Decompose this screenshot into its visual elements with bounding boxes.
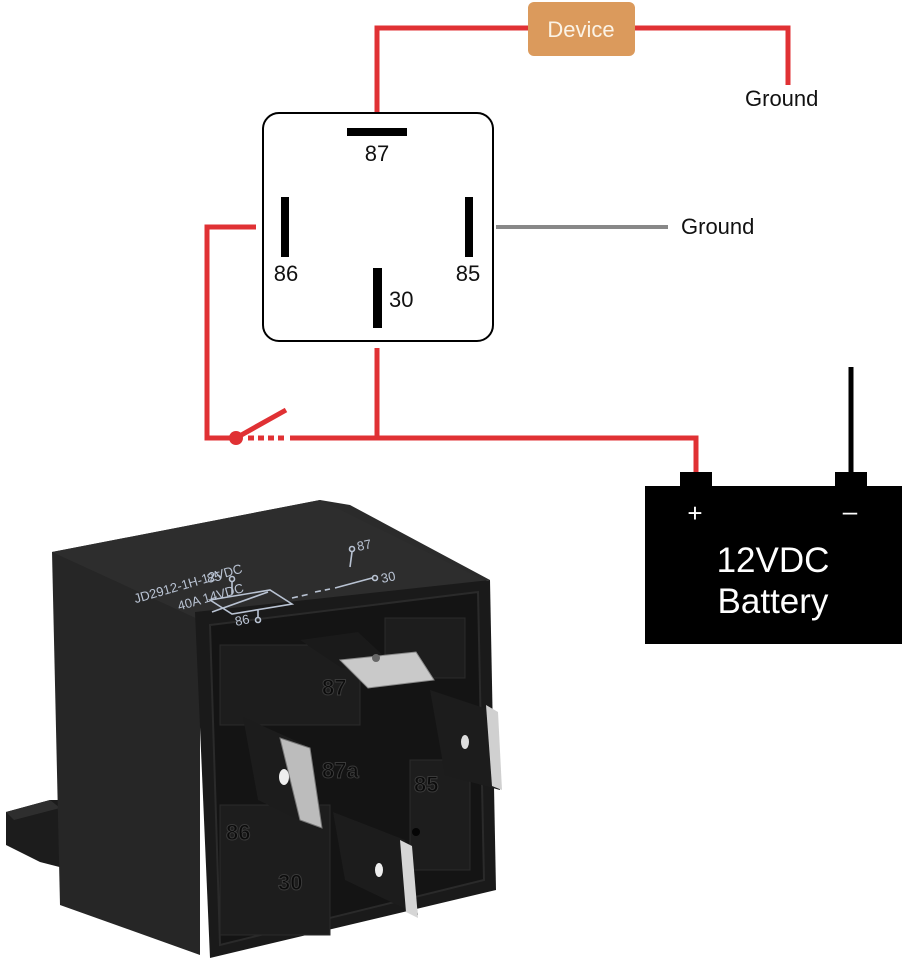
battery: + – 12VDC Battery [645, 472, 902, 644]
battery-voltage-label: 12VDC [717, 541, 830, 580]
battery-body [645, 486, 902, 644]
battery-positive-terminal [680, 472, 712, 488]
relay-mold-30: 30 [278, 870, 302, 895]
device-label: Device [547, 17, 614, 42]
relay-mold-87: 87 [322, 675, 346, 700]
pin-85-label: 85 [456, 261, 480, 286]
battery-positive-sign: + [687, 498, 702, 528]
relay-mold-85: 85 [414, 772, 438, 797]
battery-negative-sign: – [843, 496, 858, 526]
relay-print-86: 86 [234, 611, 251, 629]
pin-85-bar [465, 197, 473, 257]
pin-86-bar [281, 197, 289, 257]
ground-label-pin85: Ground [681, 214, 754, 239]
relay-symbol: 87 86 85 30 [262, 112, 494, 342]
relay-mold-87a: 87a [322, 758, 359, 783]
relay-terminal-30 [333, 812, 418, 918]
wires [204, 25, 854, 476]
relay-print-87: 87 [356, 536, 373, 554]
relay-print-85: 85 [206, 568, 223, 586]
wire-86-to-switch [204, 224, 256, 441]
relay-photo: JD2912-1H-12VDC 40A 14VDC 85 86 87 30 87… [6, 500, 502, 958]
wire-87-to-device [374, 25, 528, 112]
ground-label-device: Ground [745, 86, 818, 111]
relay-terminal-87 [300, 632, 435, 689]
device-box: Device [528, 2, 635, 56]
pin-30-bar [373, 268, 382, 328]
battery-name-label: Battery [718, 582, 829, 621]
wire-device-to-ground [635, 25, 791, 85]
pin-87-label: 87 [365, 141, 389, 166]
relay-printed-schematic [207, 545, 379, 624]
relay-mold-86: 86 [226, 820, 250, 845]
pin-87-bar [347, 128, 407, 136]
relay-terminal-86 [243, 717, 323, 830]
relay-print-30: 30 [380, 568, 397, 586]
switch-lever [234, 407, 288, 441]
relay-terminal-85 [430, 690, 502, 790]
relay-vent-hole [412, 828, 420, 836]
pin-30-label: 30 [389, 287, 413, 312]
pin-86-label: 86 [274, 261, 298, 286]
relay-side-face [52, 545, 200, 955]
switch-pivot-icon [229, 431, 243, 445]
wire-to-battery-positive [290, 435, 699, 476]
battery-negative-terminal [835, 472, 867, 488]
